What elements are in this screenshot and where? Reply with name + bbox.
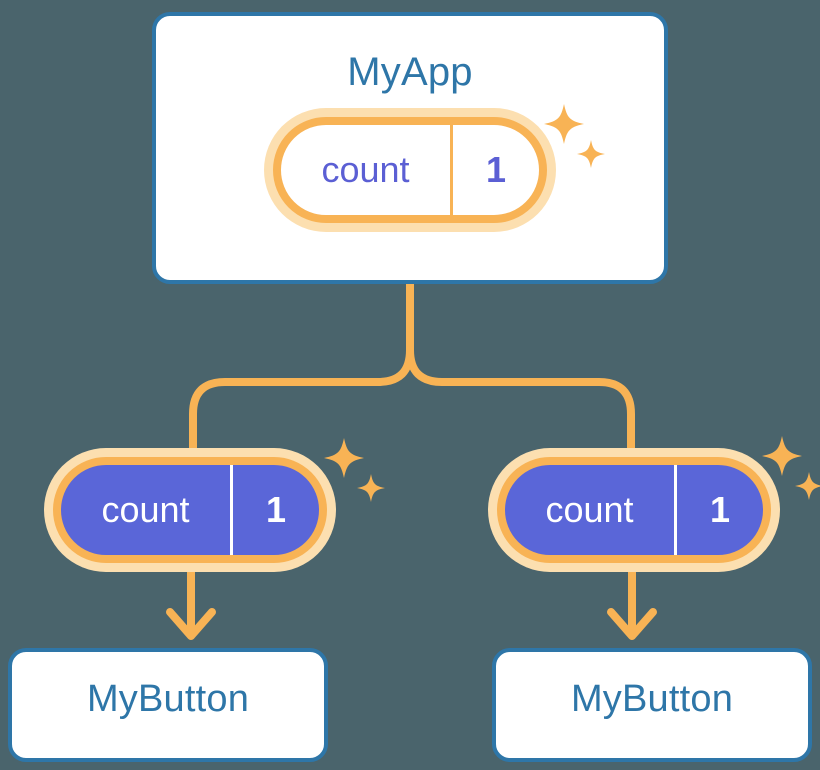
page-title: MyApp <box>347 50 473 94</box>
component-title: MyButton <box>570 678 734 720</box>
component-card-mybutton-right[interactable]: MyButton <box>492 648 812 762</box>
fork-connector-left-branch <box>189 346 414 474</box>
state-pill-body: count 1 <box>497 457 771 563</box>
arrow-down-left-head <box>166 608 216 640</box>
component-title: MyButton <box>86 678 250 720</box>
fork-connector-right-branch <box>406 346 635 474</box>
state-key-label: count <box>321 149 410 190</box>
state-key-label: count <box>545 489 634 530</box>
state-value-label: 1 <box>450 125 539 215</box>
component-card-mybutton-left[interactable]: MyButton <box>8 648 328 762</box>
state-pill-left[interactable]: count 1 <box>44 448 336 572</box>
arrow-down-right-head <box>607 608 657 640</box>
state-pill-right[interactable]: count 1 <box>488 448 780 572</box>
state-pill-myapp[interactable]: count 1 <box>264 108 556 232</box>
state-value-label: 1 <box>230 465 319 555</box>
state-pill-body: count 1 <box>53 457 327 563</box>
state-key-label: count <box>101 489 190 530</box>
state-pill-body: count 1 <box>273 117 547 223</box>
state-value-label: 1 <box>674 465 763 555</box>
